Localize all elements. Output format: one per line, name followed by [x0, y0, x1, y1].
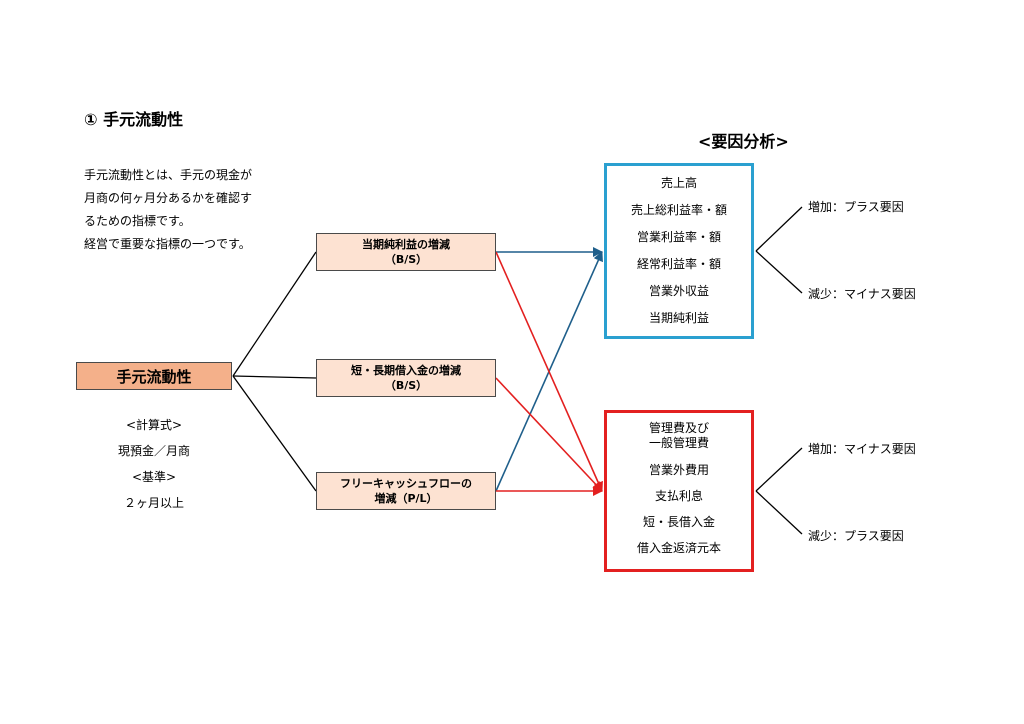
item-label: 短・長期借入金の増減 [351, 364, 461, 377]
formula-text: 現預金／月商 [117, 444, 190, 458]
arrow-loans-to-negative [495, 377, 603, 492]
positive-factor-box: 売上高 売上総利益率・額 営業利益率・額 経常利益率・額 営業外収益 当期純利益 [604, 163, 754, 339]
factor-item: 支払利息 [654, 489, 703, 503]
page-title: ① 手元流動性 [84, 110, 184, 129]
factor-item: 借入金返済元本 [636, 541, 721, 555]
effect-line-positive-increase [755, 206, 803, 252]
analysis-heading: <要因分析> [698, 132, 789, 151]
main-metric-box: 手元流動性 [76, 362, 232, 390]
standard-heading: <基準> [131, 470, 177, 484]
positive-decrease-effect: 減少：マイナス要因 [808, 287, 916, 301]
factor-item: 当期純利益 [648, 311, 709, 325]
factor-item: 売上総利益率・額 [630, 203, 727, 217]
factor-item: 経常利益率・額 [636, 257, 721, 271]
negative-factor-box: 管理費及び 一般管理費 営業外費用 支払利息 短・長借入金 借入金返済元本 [604, 410, 754, 572]
factor-item-line: 管理費及び [648, 421, 709, 435]
factor-item-line: 一般管理費 [648, 436, 709, 450]
description-line: るための指標です。 [84, 214, 191, 228]
item-sublabel: （B/S） [384, 253, 428, 266]
formula-block: <計算式> 現預金／月商 <基準> ２ヶ月以上 [76, 412, 232, 516]
factor-item: 営業外収益 [648, 284, 709, 298]
effect-line-negative-increase [755, 447, 803, 492]
factor-item: 短・長借入金 [642, 515, 715, 529]
item-label: フリーキャッシュフローの [340, 477, 472, 490]
item-box-free-cash-flow: フリーキャッシュフローの 増減（P/L） [316, 472, 496, 510]
item-box-net-income: 当期純利益の増減 （B/S） [316, 233, 496, 271]
branch-line-bottom [232, 375, 317, 492]
negative-decrease-effect: 減少：プラス要因 [808, 529, 904, 543]
item-sublabel: （B/S） [384, 379, 428, 392]
positive-increase-effect: 増加：プラス要因 [808, 200, 904, 214]
item-box-borrowings: 短・長期借入金の増減 （B/S） [316, 359, 496, 397]
negative-increase-effect: 増加：マイナス要因 [808, 442, 916, 456]
description-line: 経営で重要な指標の一つです。 [84, 237, 251, 251]
standard-text: ２ヶ月以上 [123, 496, 184, 510]
description-line: 手元流動性とは、手元の現金が [84, 168, 253, 182]
description: 手元流動性とは、手元の現金が 月商の何ヶ月分あるかを確認す るための指標です。 … [84, 164, 252, 256]
item-label: 当期純利益の増減 [362, 238, 450, 251]
formula-heading: <計算式> [125, 418, 183, 432]
branch-line-middle [232, 375, 317, 379]
factor-item: 管理費及び 一般管理費 [649, 421, 709, 451]
effect-line-negative-decrease [755, 490, 803, 535]
factor-item: 営業外費用 [648, 463, 709, 477]
branch-line-top [232, 251, 317, 377]
factor-item: 売上高 [660, 176, 697, 190]
factor-item: 営業利益率・額 [636, 230, 721, 244]
effect-line-positive-decrease [755, 250, 803, 294]
arrow-profit-to-negative [495, 251, 603, 492]
description-line: 月商の何ヶ月分あるかを確認す [84, 191, 253, 205]
item-sublabel: 増減（P/L） [374, 492, 438, 505]
